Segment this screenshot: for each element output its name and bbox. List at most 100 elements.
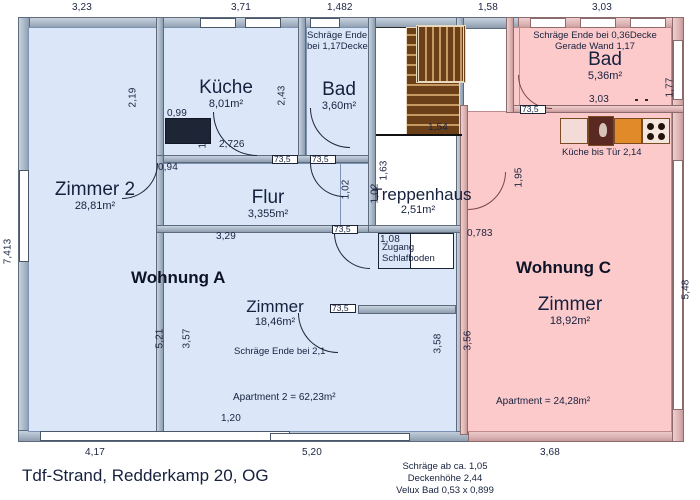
dim-bottom-inner: 1,20 <box>221 413 241 424</box>
label-flur: Flur 3,355m² <box>208 188 328 221</box>
apartment-total-a: Apartment 2 = 62,23m² <box>233 392 336 403</box>
dim-kueche-door-r: 2,726 <box>219 139 245 150</box>
page-title: Tdf-Strand, Redderkamp 20, OG <box>22 466 269 485</box>
dash-marker-2 <box>645 99 648 101</box>
room-name-zimmer-a: Zimmer <box>246 297 304 316</box>
wall-zimmer2-kueche <box>156 17 164 163</box>
dim-bottom-2: 5,20 <box>302 447 322 458</box>
room-zimmer2[interactable] <box>28 27 162 432</box>
dim-zimmer-c-left: 0,783 <box>467 228 493 239</box>
doorlabel-flur: 73,5 <box>334 224 351 234</box>
dim-zimmer-a-r: 3,58 <box>432 333 444 354</box>
staircase-edge-line <box>376 134 462 136</box>
label-bad-a: Bad 3,60m² <box>306 80 372 113</box>
dim-zimmer-c-r: 3,56 <box>462 330 474 351</box>
doorjamb-bad-a <box>310 155 336 164</box>
footnote-2: Deckenhöhe 2,44 <box>407 472 483 484</box>
room-zimmer-c[interactable] <box>466 111 672 432</box>
room-name-zimmer-c: Zimmer <box>537 294 603 315</box>
zugang-hatch <box>410 233 454 269</box>
kitchen-stove <box>642 118 670 144</box>
label-zimmer-c: Zimmer 18,92m² <box>500 295 640 328</box>
label-zimmer2: Zimmer 2 28,81m² <box>25 180 165 213</box>
doorlabel-kueche: 73,5 <box>274 154 291 164</box>
wall-kueche-flur <box>156 155 374 163</box>
dim-left-1: 7,413 <box>2 238 14 265</box>
room-area-zimmer-c: 18,92m² <box>549 314 591 327</box>
room-area-zimmer2: 28,81m² <box>74 199 116 212</box>
dim-top-3: 1,482 <box>327 2 353 13</box>
dim-top-1: 3,23 <box>72 2 92 13</box>
dim-kueche-door-w: 1,01 <box>197 128 209 149</box>
note-schraege-bad-a-line2: bei 1,17Decke <box>307 40 368 52</box>
dim-kueche-right: 2,43 <box>276 85 288 106</box>
label-zimmer-a: Zimmer 18,46m² <box>220 298 330 329</box>
apartment-total-c: Apartment = 24,28m² <box>496 396 591 407</box>
note-schraege-bad-a: Schräge Ende bei 1,17Decke <box>307 30 368 53</box>
note-kueche-c: Küche bis Tür 2,14 <box>562 147 642 158</box>
window-bad-c-right <box>673 40 683 100</box>
dim-bad-c-door-h: 1,95 <box>513 167 525 188</box>
doorjamb-zimmer-a <box>330 304 356 313</box>
doorjamb-bad-c <box>520 105 546 114</box>
dim-right-1: 1,77 <box>664 77 676 98</box>
dim-treppenhaus-h: 1,63 <box>378 160 390 181</box>
footnotes: Schräge ab ca. 1,05 Deckenhöhe 2,44 Velu… <box>345 461 545 497</box>
wall-treppenhaus-bottom <box>368 225 464 233</box>
doorjamb-flur <box>332 225 358 234</box>
dim-top-4: 1,58 <box>478 2 498 13</box>
kitchen-appliance-unit <box>588 116 614 146</box>
room-area-flur: 3,355m² <box>247 207 289 220</box>
room-name-zimmer2: Zimmer 2 <box>54 179 136 200</box>
dim-bad-c-w: 3,03 <box>589 94 609 105</box>
wall-zimmer-a-partition <box>358 305 456 314</box>
dim-kueche-window: 0,99 <box>167 108 187 119</box>
window-bad-c-2 <box>580 18 616 28</box>
room-area-kueche: 8,01m² <box>208 97 244 110</box>
room-name-kueche: Küche <box>199 77 253 98</box>
label-bad-c: Bad 5,36m² <box>560 50 650 83</box>
dim-treppen-side: 1,02 <box>369 183 381 204</box>
window-kueche-2 <box>245 18 281 28</box>
wall-zimmerc-left <box>460 105 468 435</box>
dim-kueche-left: 2,19 <box>127 87 139 108</box>
note-schraege-zimmer-a: Schräge Ende bei 2,1 <box>234 346 326 357</box>
wall-kueche-bad <box>298 17 306 163</box>
doorlabel-bad-a: 73,5 <box>312 154 329 164</box>
dim-top-2: 3,71 <box>231 2 251 13</box>
room-area-bad-c: 5,36m² <box>587 69 623 82</box>
window-zimmer2-left <box>19 170 29 262</box>
kueche-counter <box>165 118 211 144</box>
room-name-flur: Flur <box>251 187 285 208</box>
room-area-treppenhaus: 2,51m² <box>400 203 436 216</box>
dim-zimmer-a-l2: 3,57 <box>181 328 193 349</box>
window-bad-a <box>310 18 340 28</box>
footnote-1: Schräge ab ca. 1,05 <box>402 461 488 472</box>
window-kueche-1 <box>200 18 236 28</box>
dim-right-2: 5,48 <box>680 279 692 300</box>
note-schraege-bad-c: Schräge Ende bei 0,36Decke Gerade Wand 1… <box>520 30 670 53</box>
dim-bottom-1: 4,17 <box>85 447 105 458</box>
window-bad-c-3 <box>630 18 666 28</box>
dim-zugang-w: 1,08 <box>380 234 400 245</box>
kitchen-cabinet-1 <box>614 118 642 144</box>
note-zugang-line1: Zugang <box>382 242 415 253</box>
apartment-label-c: Wohnung C <box>516 258 612 277</box>
window-bad-c-1 <box>530 18 566 28</box>
apartment-label-a: Wohnung A <box>131 268 226 287</box>
room-name-bad-c: Bad <box>588 49 622 70</box>
dim-flur-door-left: 0,94 <box>158 162 178 173</box>
kitchen-sink-unit <box>560 118 588 144</box>
note-zugang: Zugang Schlafboden <box>382 242 435 265</box>
window-zimmer2-bottom <box>40 431 290 441</box>
doorjamb-kueche <box>272 155 298 164</box>
dim-flur-width: 3,29 <box>216 231 236 242</box>
dash-marker-1 <box>635 99 638 101</box>
room-area-bad-a: 3,60m² <box>321 99 357 112</box>
window-zimmer-a-bottom <box>270 433 410 441</box>
wall-badc-left <box>506 17 514 113</box>
staircase-upper <box>418 26 464 82</box>
window-zimmer-c-right <box>673 160 683 410</box>
note-schraege-bad-a-line1: Schräge Ende <box>307 30 368 41</box>
